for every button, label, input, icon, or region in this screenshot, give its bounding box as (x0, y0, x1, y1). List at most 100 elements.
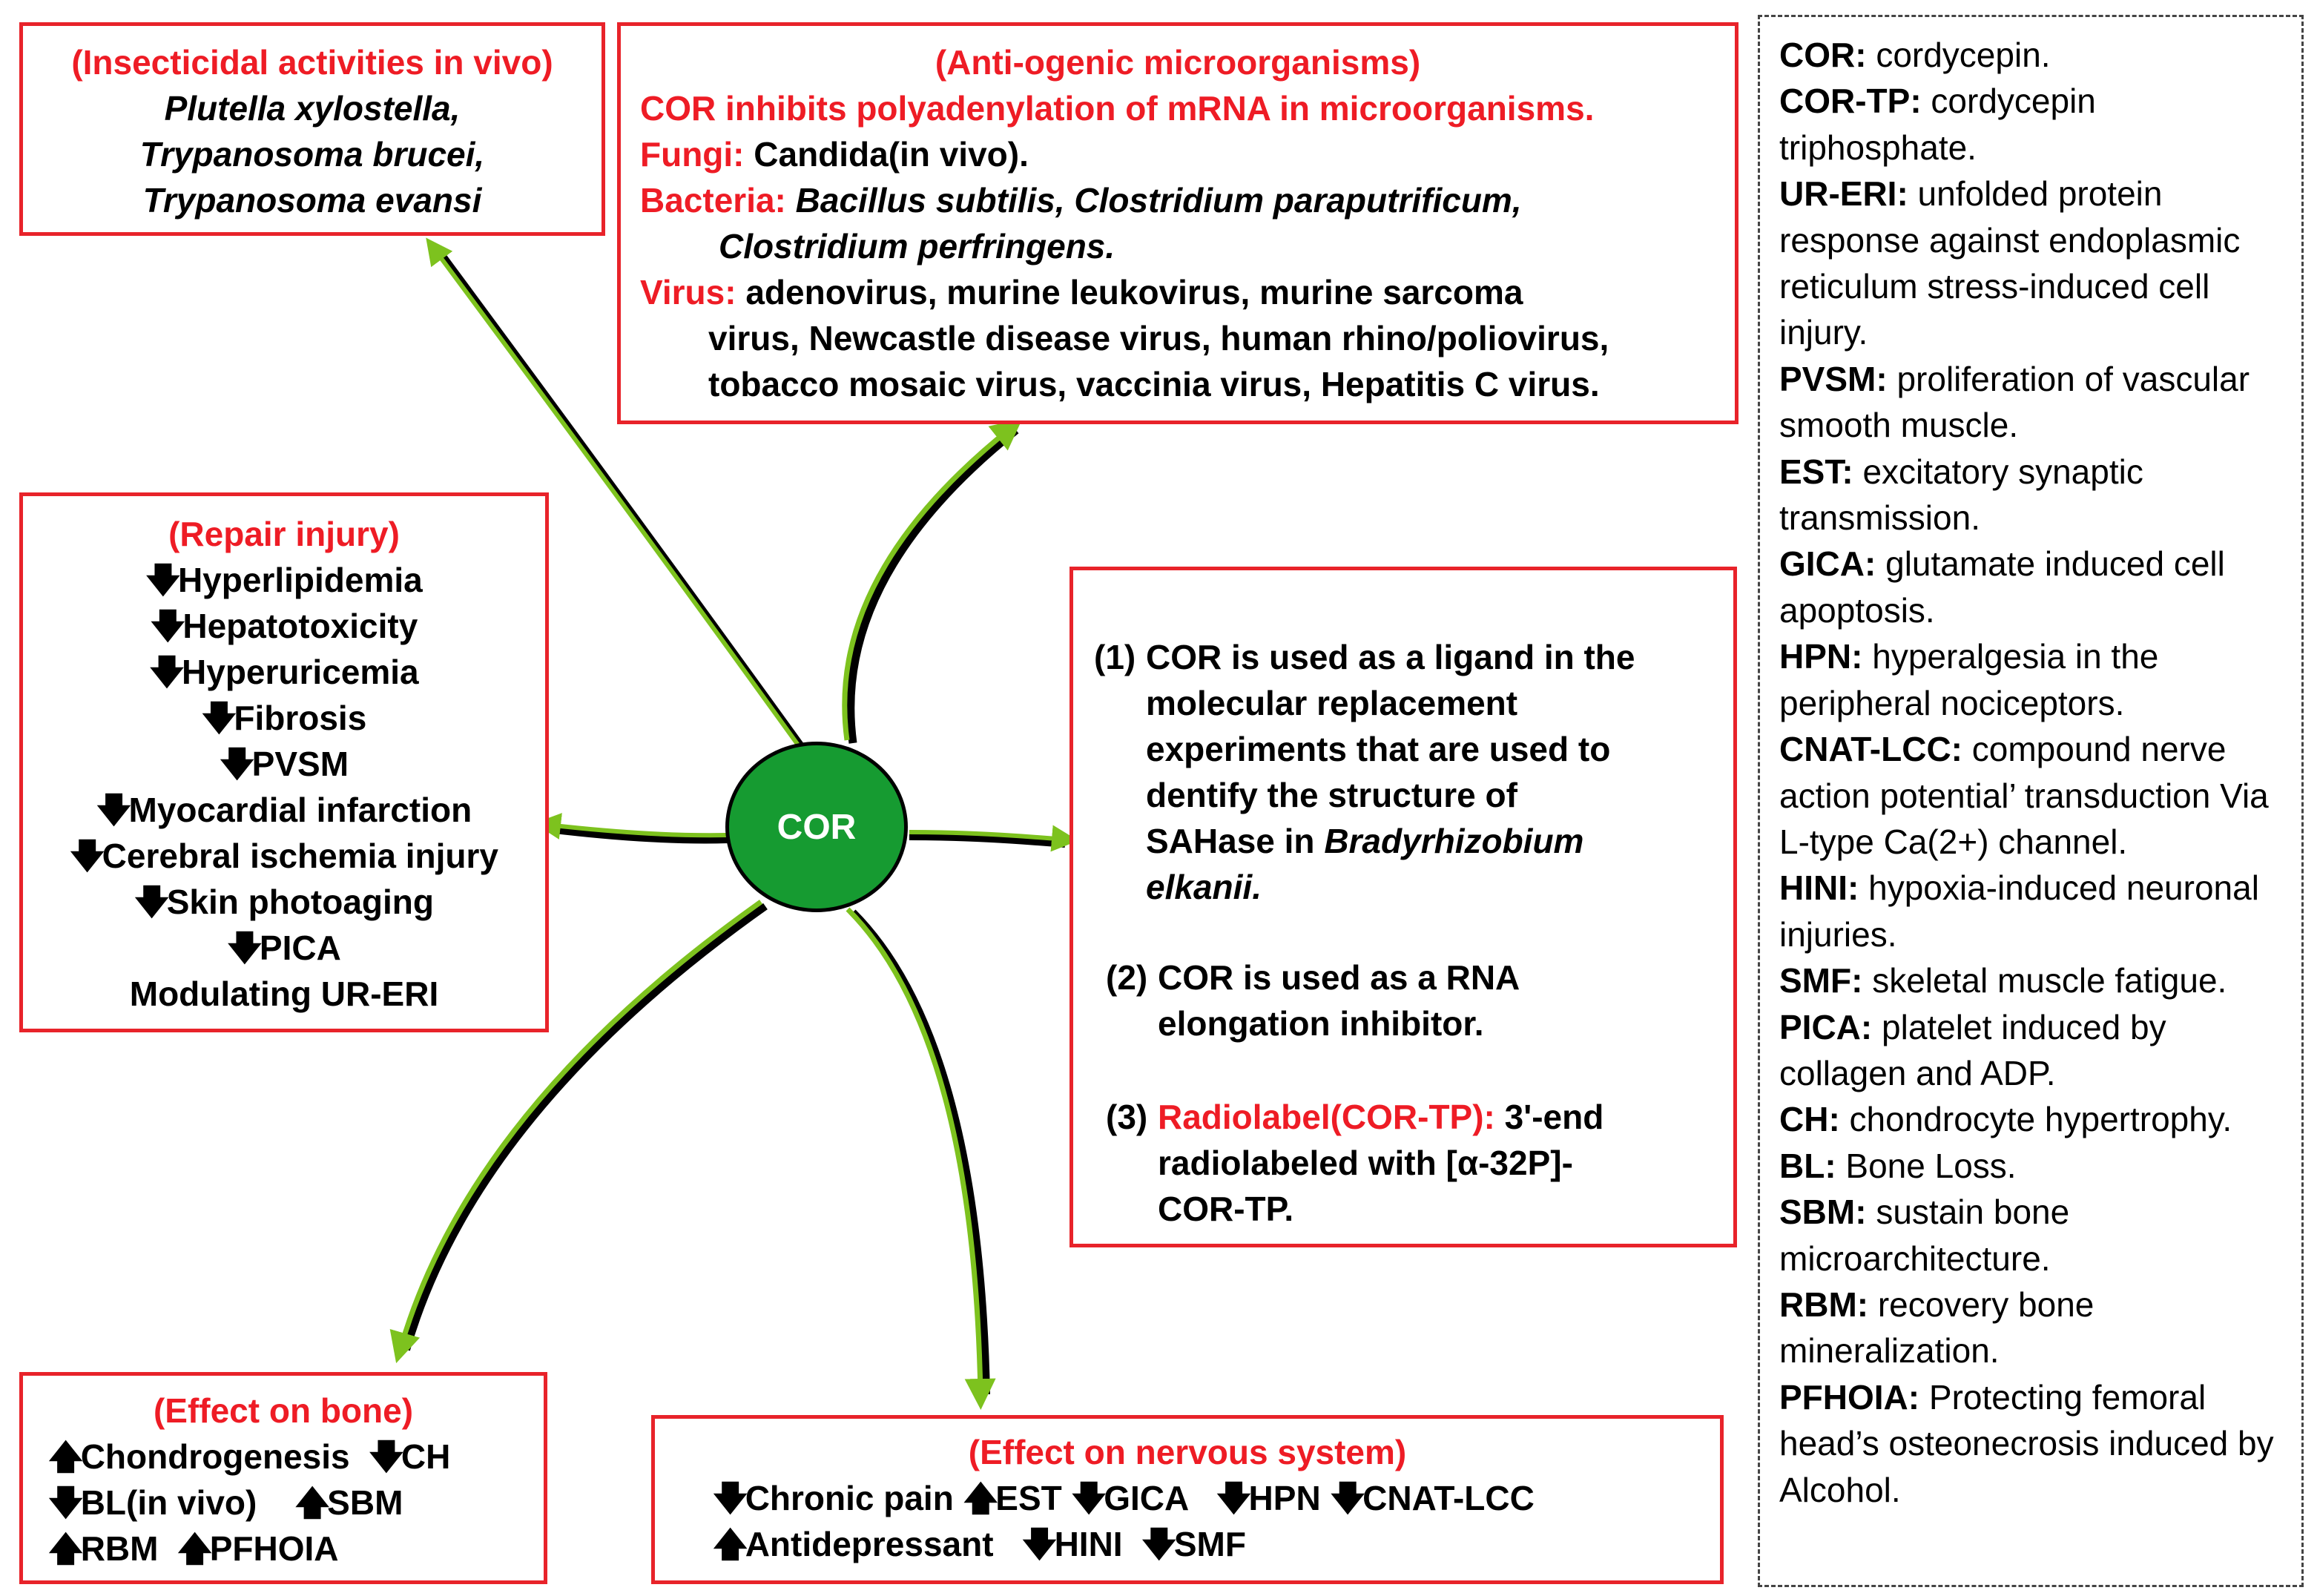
nervous-title: (Effect on nervous system) (968, 1433, 1407, 1471)
research-item-1-line: dentify the structure of (1146, 776, 1517, 814)
legend-abbr: BL: (1779, 1146, 1836, 1185)
legend-definition: glutamate induced cell apoptosis. (1779, 544, 2225, 630)
research-item-3-line: radiolabeled with [α-32P]- (1158, 1144, 1573, 1182)
legend-definition: platelet induced by collagen and ADP. (1779, 1007, 2166, 1092)
up-arrow-icon (294, 1483, 327, 1522)
legend-abbr: COR: (1779, 36, 1867, 74)
insecticidal-item: Trypanosoma evansi (142, 181, 482, 220)
cor-node-label: COR (777, 807, 857, 847)
repair-item: Cerebral ischemia injury (23, 833, 545, 879)
arrow-to-bone (389, 900, 763, 1364)
down-arrow-icon (1141, 1525, 1174, 1563)
nervous-box: (Effect on nervous system) Chronic pain … (651, 1415, 1724, 1584)
up-arrow-icon (963, 1479, 996, 1517)
research-item-2: (2) COR is used as a RNA elongation inhi… (1106, 954, 1729, 1046)
virus-text-2: virus, Newcastle disease virus, human rh… (708, 319, 1609, 357)
research-item-1-num: (1) (1094, 638, 1136, 676)
down-arrow-icon (713, 1479, 745, 1517)
legend-entry: HINI: hypoxia-induced neuronal injuries. (1779, 865, 2301, 957)
repair-box: (Repair injury) Hyperlipidemia Hepatotox… (19, 492, 549, 1032)
bone-pfhoia: PFHOIA (209, 1529, 339, 1568)
bacteria-label: Bacteria: (640, 181, 786, 220)
repair-title: (Repair injury) (168, 515, 400, 553)
bone-box: (Effect on bone) Chondrogenesis CH BL(in… (19, 1372, 547, 1584)
legend-entry: CH: chondrocyte hypertrophy. (1779, 1096, 2301, 1142)
insecticidal-item: Trypanosoma brucei, (139, 135, 485, 174)
antiogenic-subtitle: COR inhibits polyadenylation of mRNA in … (640, 89, 1595, 128)
legend-entry: PVSM: proliferation of vascular smooth m… (1779, 356, 2301, 449)
legend-entry: EST: excitatory synaptic transmission. (1779, 449, 2301, 541)
legend-abbr: COR-TP: (1779, 82, 1922, 121)
bone-row-2: BL(in vivo) SBM (23, 1480, 544, 1526)
up-arrow-icon (48, 1437, 81, 1476)
nervous-row-1: Chronic pain EST GICA HPN CNAT-LCC (655, 1475, 1720, 1521)
legend-entry: RBM: recovery bone mineralization. (1779, 1282, 2301, 1374)
antiogenic-box: (Anti-ogenic microorganisms) COR inhibit… (617, 22, 1738, 424)
legend-abbr: SBM: (1779, 1193, 1867, 1232)
research-item-1-line: COR is used as a ligand in the (1146, 638, 1635, 676)
legend-definition: cordycepin triphosphate. (1779, 82, 2096, 167)
nervous-item: GICA (1104, 1479, 1188, 1517)
legend-definition: skeletal muscle fatigue. (1862, 961, 2227, 1000)
legend-definition: unfolded protein response against endopl… (1779, 174, 2241, 352)
legend-abbr: CH: (1779, 1100, 1840, 1139)
arrow-to-nervous (846, 907, 996, 1410)
virus-text-1: adenovirus, murine leukovirus, murine sa… (736, 273, 1523, 311)
fungi-line: Fungi: Candida(in vivo). (621, 131, 1735, 177)
legend-definition: Bone Loss. (1836, 1146, 2017, 1185)
nervous-item: HPN (1248, 1479, 1321, 1517)
legend-definition: Protecting femoral head’s osteonecrosis … (1779, 1377, 2274, 1509)
legend-entry: COR: cordycepin. (1779, 32, 2301, 78)
repair-item: Fibrosis (23, 695, 545, 741)
arrow-to-antiogenic (842, 418, 1023, 741)
research-item-1-line: experiments that are used to (1146, 730, 1611, 768)
up-arrow-icon (48, 1529, 81, 1568)
cor-center-node: COR (725, 742, 908, 912)
legend-abbr: GICA: (1779, 544, 1876, 584)
insecticidal-box: (Insecticidal activities in vivo) Plutel… (19, 22, 605, 236)
legend-definition: excitatory synaptic transmission. (1779, 452, 2143, 538)
legend-entry: UR-ERI: unfolded protein response agains… (1779, 171, 2301, 356)
bone-row-1: Chondrogenesis CH (23, 1434, 544, 1480)
bone-rbm: RBM (80, 1529, 159, 1568)
legend-abbr: PVSM: (1779, 359, 1888, 398)
down-arrow-icon (48, 1483, 81, 1522)
legend-definition: sustain bone microarchitecture. (1779, 1193, 2070, 1278)
insecticidal-item: Plutella xylostella, (164, 89, 461, 128)
nervous-item: HINI (1054, 1525, 1123, 1563)
legend-definition: proliferation of vascular smooth muscle. (1779, 359, 2250, 445)
down-arrow-icon (1022, 1525, 1055, 1563)
legend-entry: BL: Bone Loss. (1779, 1143, 2301, 1189)
legend-definition: recovery bone mineralization. (1779, 1285, 2094, 1371)
research-item-1-line: molecular replacement (1146, 684, 1518, 722)
legend-abbr: HINI: (1779, 868, 1859, 908)
repair-item: Myocardial infarction (23, 787, 545, 833)
research-box: (1) COR is used as a ligand in the molec… (1069, 567, 1737, 1247)
research-item-3-text: 3'-end (1494, 1098, 1604, 1136)
bone-chondrogenesis: Chondrogenesis (80, 1437, 350, 1476)
legend-entry: COR-TP: cordycepin triphosphate. (1779, 78, 2301, 171)
legend-entry: CNAT-LCC: compound nerve action potentia… (1779, 726, 2301, 865)
legend-abbr: PICA: (1779, 1007, 1873, 1046)
legend-abbr: PFHOIA: (1779, 1377, 1920, 1417)
legend-entry: GICA: glutamate induced cell apoptosis. (1779, 541, 2301, 633)
research-item-2-line: elongation inhibitor. (1158, 1004, 1484, 1043)
arrow-to-repair (534, 813, 728, 840)
research-item-1-line5: SAHase in Bradyrhizobium (1146, 818, 1732, 864)
legend-definition: compound nerve action potential’ transdu… (1779, 730, 2269, 861)
legend-abbr: CNAT-LCC: (1779, 730, 1962, 769)
up-arrow-icon (713, 1525, 745, 1563)
repair-item: Hyperlipidemia (23, 557, 545, 603)
research-item-3-label: Radiolabel(COR-TP): (1158, 1098, 1495, 1136)
nervous-item: Antidepressant (745, 1525, 994, 1563)
abbreviation-legend: COR: cordycepin.COR-TP: cordycepin triph… (1758, 15, 2304, 1587)
bone-ch: CH (401, 1437, 451, 1476)
legend-abbr: RBM: (1779, 1285, 1869, 1324)
down-arrow-icon (1216, 1479, 1249, 1517)
research-item-2-line: COR is used as a RNA (1158, 958, 1520, 997)
nervous-item: Chronic pain (745, 1479, 954, 1517)
legend-definition: hypoxia-induced neuronal injuries. (1779, 868, 2259, 954)
repair-item: Hyperuricemia (23, 649, 545, 695)
bone-title: (Effect on bone) (153, 1391, 414, 1430)
